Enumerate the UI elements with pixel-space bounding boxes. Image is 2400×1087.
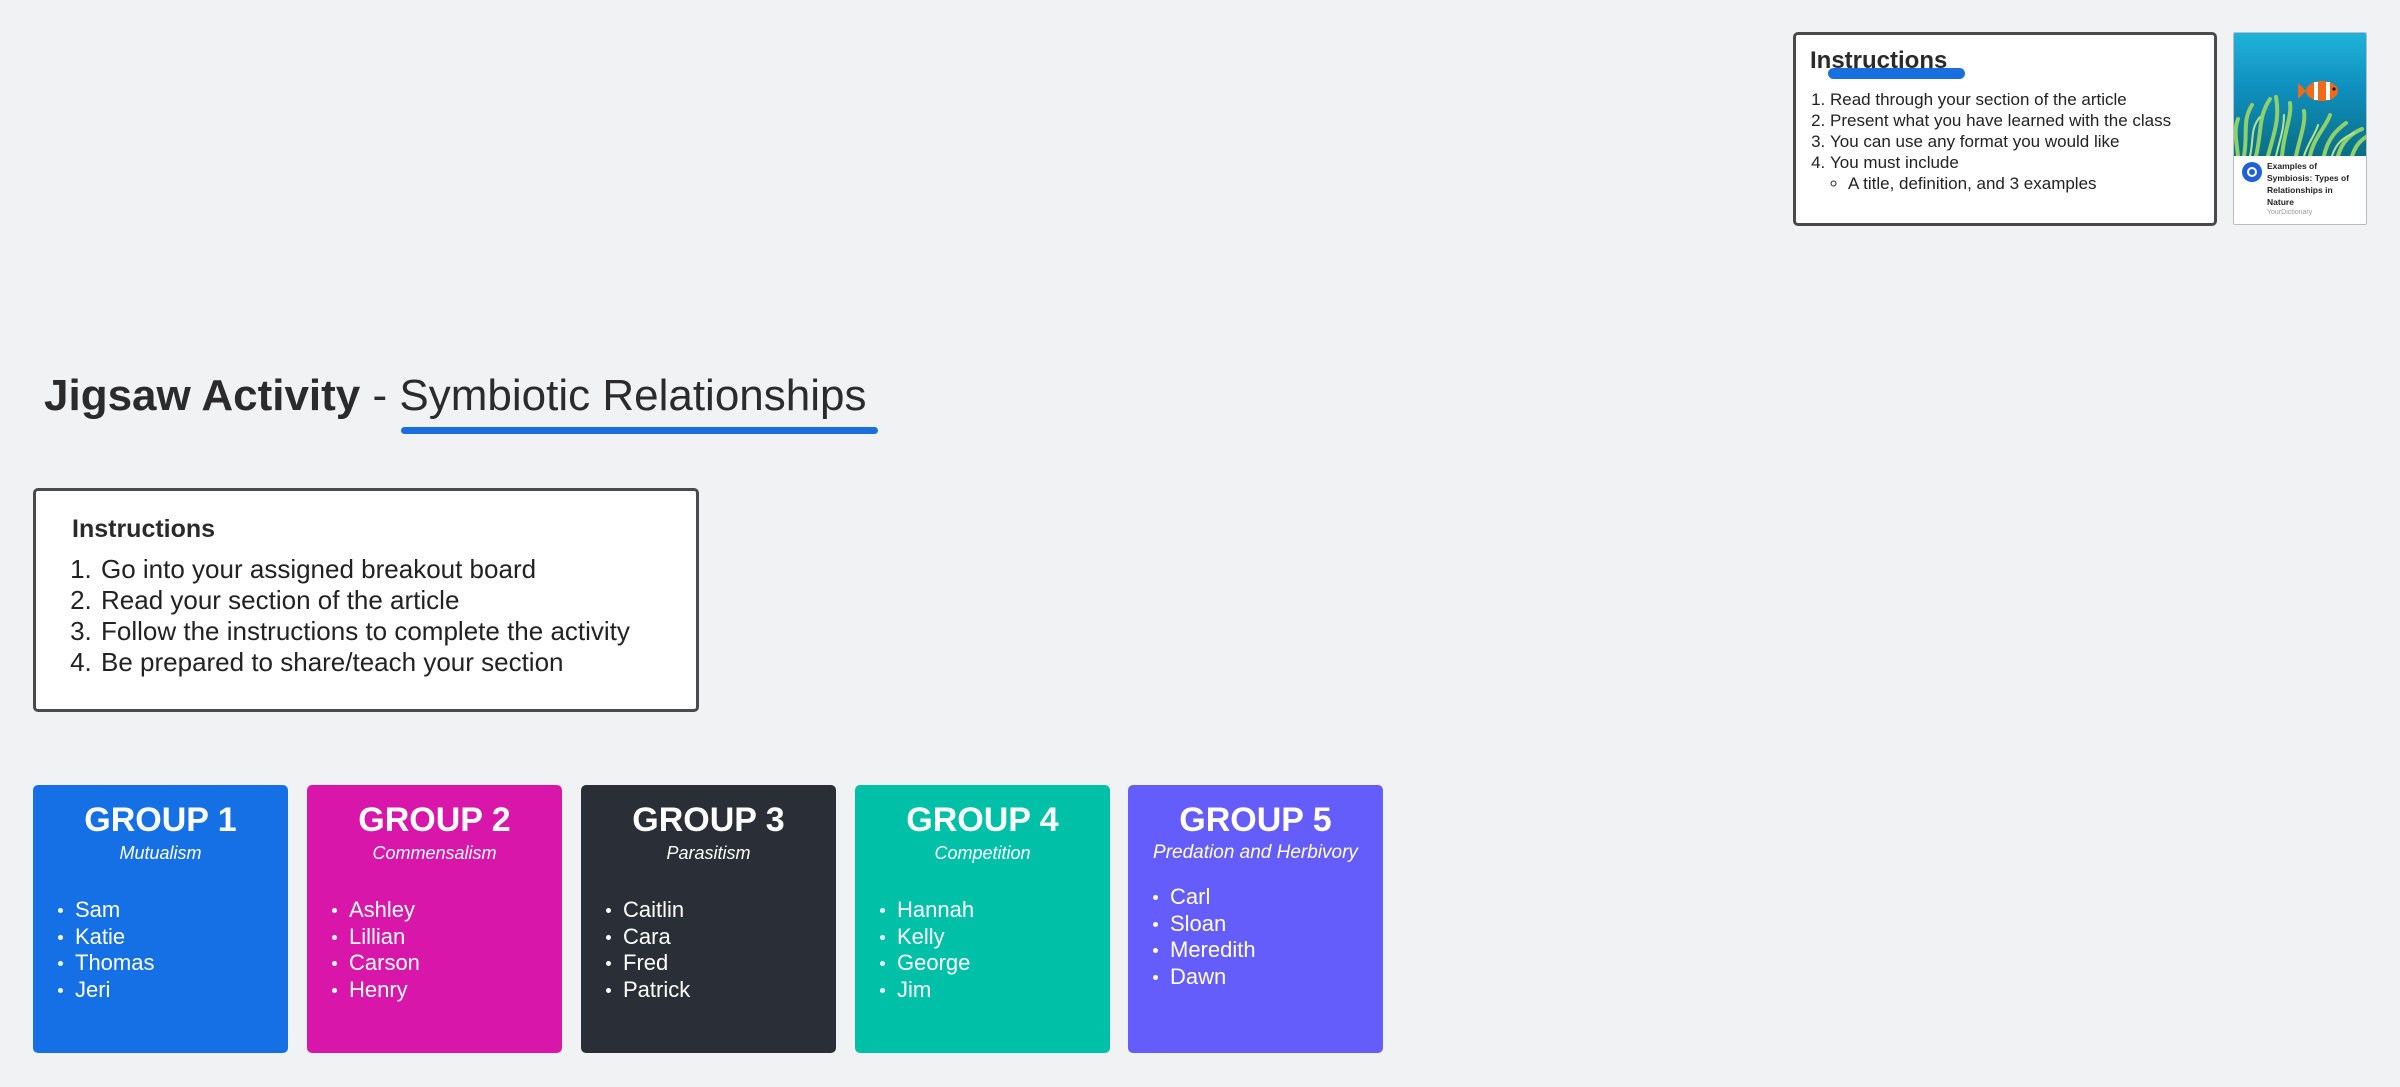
- group-member: Henry: [329, 977, 420, 1004]
- instructions-top-item: You can use any format you would like: [1830, 131, 2200, 152]
- group-member: Hannah: [877, 897, 974, 924]
- clownfish-anemone-image: [2234, 33, 2366, 156]
- group-member: Carson: [329, 950, 420, 977]
- group-member-list: Sam Katie Thomas Jeri: [55, 897, 154, 1003]
- title-highlight-underline: [401, 427, 879, 434]
- group-title: GROUP 3: [632, 801, 785, 839]
- instructions-top-list: Read through your section of the article…: [1810, 89, 2200, 194]
- group-member: George: [877, 950, 974, 977]
- group-member: Carl: [1150, 884, 1256, 911]
- page-title-subtitle: Symbiotic Relationships: [399, 368, 879, 434]
- group-member: Thomas: [55, 950, 154, 977]
- group-title: GROUP 1: [84, 801, 237, 839]
- group-subtitle: Mutualism: [119, 843, 202, 863]
- group-member: Lillian: [329, 924, 420, 951]
- instructions-heading: Instructions: [72, 515, 216, 543]
- group-member: Ashley: [329, 897, 420, 924]
- page-title-separator: -: [360, 371, 400, 420]
- group-title: GROUP 2: [358, 801, 511, 839]
- instructions-top-item-text: You must include: [1830, 153, 1959, 172]
- group-member-list: Caitlin Cara Fred Patrick: [603, 897, 690, 1003]
- page-title-subtitle-text: Symbiotic Relationships: [399, 371, 867, 420]
- group-subtitle: Commensalism: [372, 843, 497, 863]
- group-member: Kelly: [877, 924, 974, 951]
- instructions-card-top[interactable]: Instructions Read through your section o…: [1793, 32, 2217, 226]
- group-member: Patrick: [603, 977, 690, 1004]
- instructions-top-subitem: A title, definition, and 3 examples: [1848, 173, 2200, 194]
- group-member-list: Carl Sloan Meredith Dawn: [1150, 884, 1256, 990]
- group-card-5[interactable]: GROUP 5 Predation and Herbivory Carl Slo…: [1128, 785, 1383, 1053]
- group-member: Dawn: [1150, 964, 1256, 991]
- group-member: Katie: [55, 924, 154, 951]
- group-title: GROUP 5: [1179, 801, 1332, 839]
- instructions-item: Go into your assigned breakout board: [99, 554, 660, 585]
- yourdictionary-logo-icon: [2242, 162, 2262, 182]
- page-title-bold: Jigsaw Activity: [44, 371, 361, 420]
- group-member: Cara: [603, 924, 690, 951]
- group-member: Sloan: [1150, 911, 1256, 938]
- instructions-item: Be prepared to share/teach your section: [99, 647, 660, 678]
- group-subtitle: Competition: [934, 843, 1031, 863]
- group-title: GROUP 4: [906, 801, 1059, 839]
- instructions-item: Read your section of the article: [99, 585, 660, 616]
- group-member: Jeri: [55, 977, 154, 1004]
- article-link-card[interactable]: Examples of Symbiosis: Types of Relation…: [2233, 32, 2367, 225]
- instructions-top-item: Read through your section of the article: [1830, 89, 2200, 110]
- instructions-top-item: You must include A title, definition, an…: [1830, 152, 2200, 194]
- instructions-top-heading-text: Instructions: [1810, 47, 1948, 74]
- instructions-top-item: Present what you have learned with the c…: [1830, 110, 2200, 131]
- clownfish-icon: [2298, 81, 2338, 101]
- group-member: Jim: [877, 977, 974, 1004]
- group-member: Sam: [55, 897, 154, 924]
- instructions-list: Go into your assigned breakout board Rea…: [72, 554, 660, 678]
- article-title: Examples of Symbiosis: Types of Relation…: [2267, 161, 2350, 207]
- group-member: Meredith: [1150, 937, 1256, 964]
- article-source: YourDictionary: [2267, 209, 2313, 216]
- group-card-1[interactable]: GROUP 1 Mutualism Sam Katie Thomas Jeri: [33, 785, 288, 1053]
- group-member-list: Hannah Kelly George Jim: [877, 897, 974, 1003]
- group-subtitle: Parasitism: [666, 843, 751, 863]
- group-member: Caitlin: [603, 897, 690, 924]
- group-card-4[interactable]: GROUP 4 Competition Hannah Kelly George …: [855, 785, 1110, 1053]
- instructions-item: Follow the instructions to complete the …: [99, 616, 660, 647]
- instructions-top-sublist: A title, definition, and 3 examples: [1830, 173, 2200, 194]
- instructions-top-heading: Instructions: [1810, 47, 1966, 79]
- instructions-card[interactable]: Instructions Go into your assigned break…: [33, 488, 699, 712]
- group-card-3[interactable]: GROUP 3 Parasitism Caitlin Cara Fred Pat…: [581, 785, 836, 1053]
- heading-highlight-mark: [1828, 68, 1966, 79]
- group-member-list: Ashley Lillian Carson Henry: [329, 897, 420, 1003]
- page-title[interactable]: Jigsaw Activity - Symbiotic Relationship…: [44, 368, 879, 434]
- group-card-2[interactable]: GROUP 2 Commensalism Ashley Lillian Cars…: [307, 785, 562, 1053]
- group-member: Fred: [603, 950, 690, 977]
- group-subtitle: Predation and Herbivory: [1153, 842, 1358, 863]
